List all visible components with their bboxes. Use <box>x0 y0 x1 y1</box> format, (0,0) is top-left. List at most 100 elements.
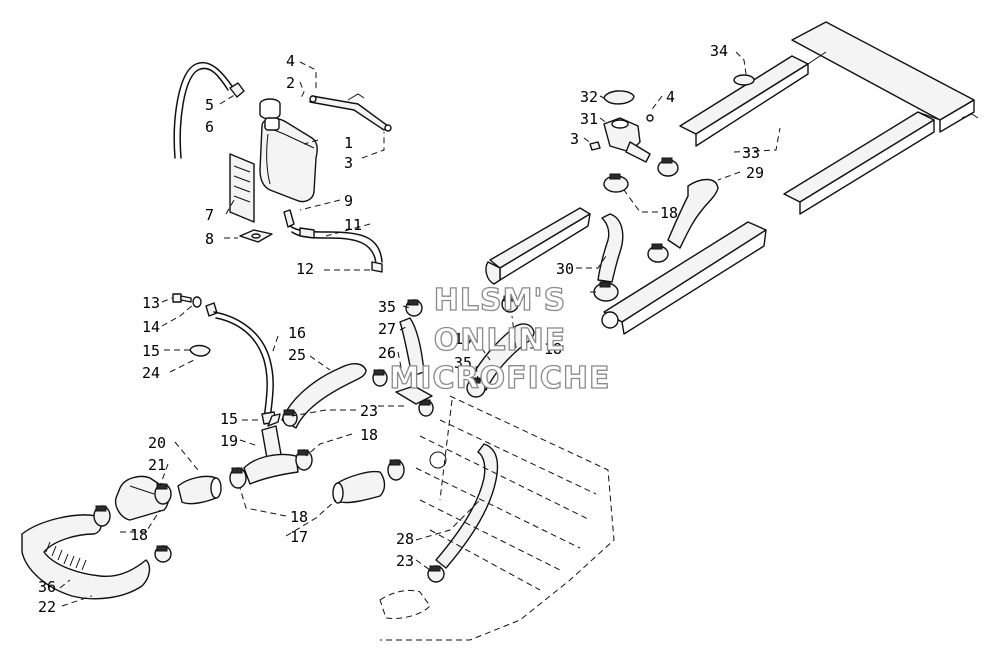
hose-28 <box>435 443 499 569</box>
callout-2: 2 <box>286 74 295 92</box>
hose-30 <box>597 213 624 283</box>
callout-18-left: 18 <box>130 526 148 544</box>
callout-33: 33 <box>742 144 760 162</box>
radiator-cap-32 <box>603 90 635 105</box>
clamp-18-g <box>501 295 519 313</box>
callout-5: 5 <box>205 96 214 114</box>
callout-13: 13 <box>142 294 160 312</box>
callout-30: 30 <box>556 260 574 278</box>
hose-12 <box>289 225 383 273</box>
hose-29 <box>667 178 719 249</box>
callout-35-lower: 35 <box>454 354 472 372</box>
callout-12: 12 <box>296 260 314 278</box>
coolant-reservoir-1 <box>259 117 318 203</box>
washer-14 <box>192 296 202 308</box>
clamp-35-a <box>405 299 423 317</box>
callout-22: 22 <box>38 598 56 616</box>
callout-20: 20 <box>148 434 166 452</box>
clamp-18-j <box>647 243 669 263</box>
clamp-18-e <box>295 449 313 471</box>
tunnel-cooler-33 <box>679 21 979 215</box>
decal-34 <box>733 74 755 86</box>
callout-29: 29 <box>746 164 764 182</box>
callout-1: 1 <box>344 134 353 152</box>
callout-17: 17 <box>290 528 308 546</box>
clamp-35-b <box>466 377 486 398</box>
callout-15-upper: 15 <box>142 342 160 360</box>
callout-16: 16 <box>288 324 306 342</box>
clamp-18-i <box>657 157 679 177</box>
callout-24: 24 <box>142 364 160 382</box>
callout-8: 8 <box>205 230 214 248</box>
callout-36: 36 <box>38 578 56 596</box>
heat-exchanger-left <box>485 207 591 285</box>
fitting-5 <box>229 82 245 98</box>
corrugated-hose-36 <box>45 541 87 571</box>
callout-31: 31 <box>580 110 598 128</box>
callout-3: 3 <box>344 154 353 172</box>
clamp-24 <box>189 344 211 357</box>
clamp-18-c <box>154 545 172 563</box>
callout-10: 10 <box>454 330 472 348</box>
clamp-23-d <box>427 565 445 583</box>
callout-35-upper: 35 <box>378 298 396 316</box>
hose-25 <box>281 363 367 429</box>
clamp-23-b <box>372 369 388 387</box>
overflow-hose-6 <box>173 61 233 159</box>
callout-34: 34 <box>710 42 728 60</box>
hose-17 <box>332 470 386 504</box>
callout-18-center: 18 <box>360 426 378 444</box>
watermark: HLSM'S ONLINE MICROFICHE <box>389 282 611 396</box>
callout-18-mid: 18 <box>290 508 308 526</box>
callout-19: 19 <box>220 432 238 450</box>
clamp-18-d <box>229 467 247 489</box>
clamp-18-k <box>593 281 619 302</box>
heat-exchanger-right <box>601 221 767 335</box>
callout-6: 6 <box>205 118 214 136</box>
callout-25: 25 <box>288 346 306 364</box>
screw-3-right <box>589 141 601 151</box>
callout-18-right: 18 <box>660 204 678 222</box>
clamp-23-c <box>418 399 434 417</box>
engine-frame-panel <box>379 395 615 641</box>
callout-4: 4 <box>286 52 295 70</box>
watermark-line-1: HLSM'S <box>434 283 566 318</box>
grommet-8 <box>239 229 273 243</box>
filler-neck-31 <box>603 117 651 163</box>
clamp-18-f <box>387 459 405 481</box>
clamp-15-top <box>205 302 218 317</box>
mounting-bracket <box>309 93 392 132</box>
callout-23-center: 23 <box>360 402 378 420</box>
callout-23-lower: 23 <box>396 552 414 570</box>
watermark-line-2: ONLINE <box>434 323 567 358</box>
watermark-line-3: MICROFICHE <box>390 361 611 396</box>
callout-14: 14 <box>142 318 160 336</box>
callout-27: 27 <box>378 320 396 338</box>
callout-9: 9 <box>344 192 353 210</box>
hose-10 <box>469 323 535 391</box>
reservoir-cap-2 <box>259 98 281 120</box>
callout-labels: 1 2 3 4 5 6 7 8 9 11 12 13 14 15 24 16 2… <box>38 42 764 616</box>
hose-16 <box>213 311 274 421</box>
decal-7 <box>229 153 255 223</box>
callout-7: 7 <box>205 206 214 224</box>
callout-21: 21 <box>148 456 166 474</box>
leader-lines <box>59 51 781 607</box>
clamp-18-h <box>603 173 629 193</box>
clamp-18-a <box>93 505 111 527</box>
hose-20 <box>177 475 222 505</box>
callout-32: 32 <box>580 88 598 106</box>
hose-connector <box>243 453 299 485</box>
callout-4-right: 4 <box>666 88 675 106</box>
callout-11: 11 <box>344 216 362 234</box>
callout-3-right: 3 <box>570 130 579 148</box>
callout-26: 26 <box>378 344 396 362</box>
callout-15-lower: 15 <box>220 410 238 428</box>
hose-27 <box>399 317 425 377</box>
clamp-18-b <box>154 483 172 505</box>
screw-4-right <box>646 114 654 122</box>
screw-13 <box>172 293 192 303</box>
clamp-23-a <box>282 409 298 427</box>
